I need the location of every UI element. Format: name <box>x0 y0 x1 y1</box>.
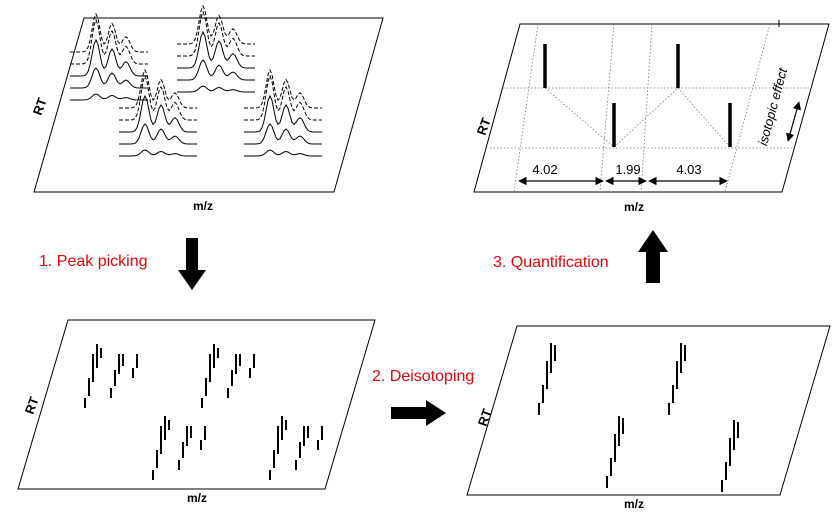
peak-stick-group <box>152 416 206 480</box>
panel-deisotoped-y-label: RT <box>475 407 495 428</box>
panel-quantified-frame <box>473 23 830 193</box>
panel-deisotoped-frame <box>466 325 831 496</box>
signal-trace <box>70 38 148 77</box>
step-label-quantification: 3. Quantification <box>493 254 609 271</box>
signal-trace <box>119 68 197 109</box>
distance-label-3: 4.03 <box>676 162 701 177</box>
signal-trace <box>244 123 322 145</box>
panel-raw-frame <box>33 17 384 193</box>
signal-trace <box>177 4 255 45</box>
panel-peaks-frame <box>17 319 376 490</box>
signal-cluster <box>119 68 197 157</box>
distance-label-2: 1.99 <box>615 162 640 177</box>
signal-trace <box>70 18 148 65</box>
signal-trace <box>70 93 148 101</box>
arrow-down-peak-picking <box>178 238 206 290</box>
arrow-up-quantification <box>638 230 668 283</box>
signal-trace <box>119 149 197 157</box>
signal-trace <box>244 94 322 133</box>
deisotoped-sticks <box>538 343 739 492</box>
signal-trace <box>244 68 322 109</box>
panel-quantified-y-label: RT <box>474 116 494 137</box>
panel-quantified: 4.02 1.99 4.03 isotopic effect RT m/z <box>473 20 830 214</box>
raw-signal-clusters <box>70 4 322 157</box>
deiso-stick-group <box>538 343 556 415</box>
signal-trace <box>244 149 322 157</box>
signal-trace <box>244 74 322 121</box>
signal-cluster <box>70 12 148 101</box>
distance-label-1: 4.02 <box>532 162 557 177</box>
signal-trace <box>70 67 148 89</box>
signal-trace <box>119 74 197 121</box>
signal-cluster <box>244 68 322 157</box>
panel-raw-y-label: RT <box>30 96 50 117</box>
signal-cluster <box>177 4 255 93</box>
signal-trace <box>177 59 255 81</box>
panel-deisotoped: RT m/z <box>466 325 831 511</box>
deiso-stick-group <box>668 343 686 415</box>
peak-stick-group <box>201 344 255 408</box>
picked-peak-sticks <box>84 344 323 480</box>
peak-stick-group <box>84 344 138 408</box>
deiso-stick-group <box>606 416 624 488</box>
signal-trace <box>119 123 197 145</box>
step-label-deisotoping: 2. Deisotoping <box>372 368 474 385</box>
signal-trace <box>119 94 197 133</box>
deiso-stick-group <box>721 420 739 492</box>
signal-trace <box>177 30 255 69</box>
signal-trace <box>177 10 255 57</box>
panel-peaks: RT m/z <box>17 319 376 505</box>
panel-deisotoped-x-label: m/z <box>624 497 644 511</box>
panel-raw: RT m/z <box>30 4 384 213</box>
isotopic-effect-arrow <box>786 101 801 142</box>
panel-raw-x-label: m/z <box>193 199 213 213</box>
arrow-right-deisotoping <box>391 400 446 426</box>
quant-grid <box>490 23 812 193</box>
signal-trace <box>177 85 255 93</box>
step-label-peak-picking: 1. Peak picking <box>39 253 148 270</box>
peak-stick-group <box>269 416 323 480</box>
panel-quantified-x-label: m/z <box>624 200 644 214</box>
signal-trace <box>70 12 148 53</box>
panel-peaks-x-label: m/z <box>187 491 207 505</box>
quant-features <box>543 44 732 147</box>
panel-peaks-y-label: RT <box>22 395 42 416</box>
